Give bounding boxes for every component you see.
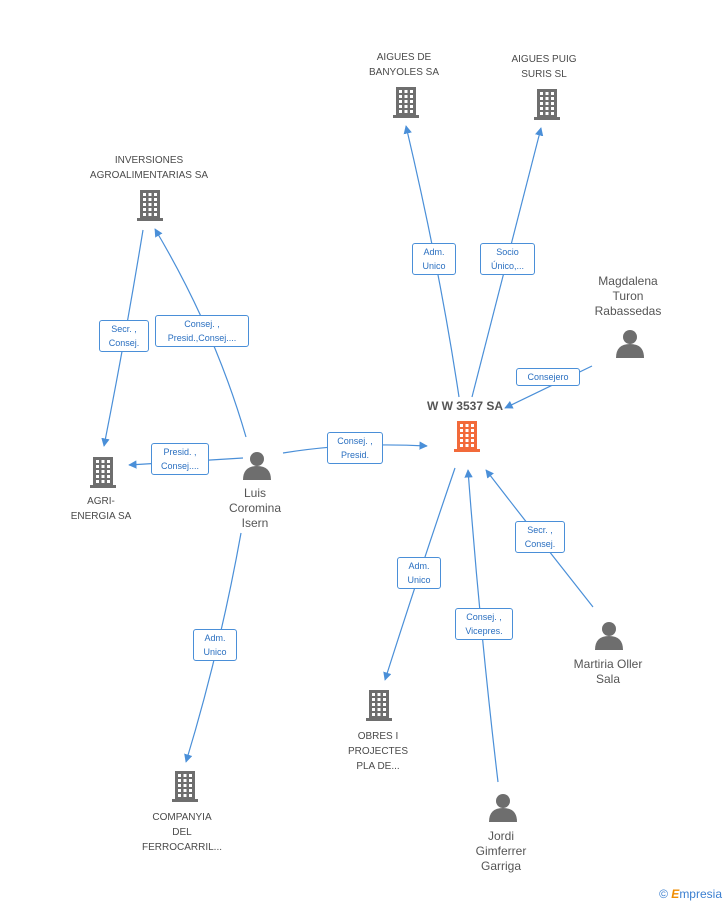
person-icon[interactable]: [616, 330, 644, 358]
badge-line: Vicepres.: [465, 626, 503, 636]
copyright-symbol: ©: [659, 887, 668, 901]
label-line: FERROCARRIL...: [141, 842, 222, 853]
edge-badge-luis-inversiones[interactable]: Consej. , Presid.,Consej....: [155, 315, 249, 347]
label-line: INVERSIONES: [114, 155, 184, 166]
badge-line: Consej. ,: [466, 612, 502, 622]
badge-line: Adm.: [204, 633, 226, 643]
badge-line: Único,...: [490, 261, 524, 271]
label-line: Magdalena: [598, 274, 658, 288]
badge-line: Unico: [203, 647, 227, 657]
company-label-agri-energia[interactable]: AGRI- ENERGIA SA: [51, 494, 151, 524]
building-icon[interactable]: [454, 421, 480, 452]
person-label-luis[interactable]: Luis Coromina Isern: [205, 486, 305, 531]
badge-line: Unico: [422, 261, 446, 271]
label-line: COMPANYIA: [152, 812, 212, 823]
label-line: BANYOLES SA: [368, 67, 440, 78]
building-icon[interactable]: [534, 89, 560, 120]
edge-badge-luis-agri[interactable]: Presid. , Consej....: [151, 443, 209, 475]
badge-line: Consejero: [527, 372, 569, 382]
badge-line: Consej.: [524, 539, 556, 549]
company-label-aigues-puig[interactable]: AIGUES PUIG SURIS SL: [494, 52, 594, 82]
label-line: DEL: [172, 827, 192, 838]
badge-line: Presid.,Consej....: [167, 333, 237, 343]
label-line: PLA DE...: [356, 761, 400, 772]
badge-line: Socio: [496, 247, 519, 257]
badge-line: Consej....: [160, 461, 200, 471]
person-icon[interactable]: [595, 622, 623, 650]
badge-line: Consej. ,: [184, 319, 220, 329]
person-icon[interactable]: [489, 794, 517, 822]
edge-badge-luis-companyia[interactable]: Adm. Unico: [193, 629, 237, 661]
label-line: Sala: [595, 672, 621, 686]
badge-line: Secr. ,: [527, 525, 553, 535]
edge-badge-main-puig[interactable]: Socio Único,...: [480, 243, 535, 275]
company-label-obres[interactable]: OBRES I PROJECTES PLA DE...: [328, 729, 428, 774]
edge-badge-luis-main[interactable]: Consej. , Presid.: [327, 432, 383, 464]
badge-line: Consej.: [108, 338, 140, 348]
edge-badge-jordi-main[interactable]: Consej. , Vicepres.: [455, 608, 513, 640]
building-icon[interactable]: [137, 190, 163, 221]
building-icon[interactable]: [90, 457, 116, 488]
edge-badge-main-obres[interactable]: Adm. Unico: [397, 557, 441, 589]
label-line: AGRI-: [87, 496, 115, 507]
label-line: SURIS SL: [521, 69, 567, 80]
building-icon[interactable]: [172, 771, 198, 802]
company-label-aigues-banyoles[interactable]: AIGUES DE BANYOLES SA: [354, 50, 454, 80]
badge-line: Adm.: [423, 247, 445, 257]
edge-badge-martiria-main[interactable]: Secr. , Consej.: [515, 521, 565, 553]
person-label-magdalena[interactable]: Magdalena Turon Rabassedas: [578, 274, 678, 319]
building-icon[interactable]: [393, 87, 419, 118]
building-icon[interactable]: [366, 690, 392, 721]
person-label-martiria[interactable]: Martiria Oller Sala: [553, 657, 663, 687]
label-line: Martiria Oller: [573, 657, 643, 671]
empresia-footer[interactable]: © Empresia: [659, 887, 722, 901]
label-line: Jordi: [487, 829, 514, 843]
label-line: PROJECTES: [347, 746, 408, 757]
badge-line: Presid.: [340, 450, 369, 460]
label-line: Luis: [243, 486, 266, 500]
label-line: ENERGIA SA: [70, 511, 132, 522]
main-company-label[interactable]: W W 3537 SA: [426, 399, 504, 413]
label-line: Isern: [241, 516, 269, 530]
person-icon[interactable]: [243, 452, 271, 480]
badge-line: Presid. ,: [163, 447, 197, 457]
badge-line: Adm.: [408, 561, 430, 571]
badge-line: Unico: [407, 575, 431, 585]
company-label-companyia[interactable]: COMPANYIA DEL FERROCARRIL...: [132, 810, 232, 855]
label-line: AGROALIMENTARIAS SA: [89, 170, 209, 181]
label-line: Turon: [612, 289, 644, 303]
label-line: Garriga: [480, 859, 521, 873]
label-line: OBRES I: [357, 731, 399, 742]
label-line: AIGUES DE: [376, 52, 432, 63]
brand-logo-letter: E: [671, 887, 680, 901]
edge-badge-main-banyoles[interactable]: Adm. Unico: [412, 243, 456, 275]
edge-badge-magdalena-main[interactable]: Consejero: [516, 368, 580, 386]
label-line: Gimferrer: [475, 844, 527, 858]
label-line: Coromina: [228, 501, 282, 515]
label-line: Rabassedas: [594, 304, 662, 318]
person-label-jordi[interactable]: Jordi Gimferrer Garriga: [451, 829, 551, 874]
badge-line: Consej. ,: [337, 436, 373, 446]
company-label-inversiones[interactable]: INVERSIONES AGROALIMENTARIAS SA: [81, 153, 217, 183]
edge-badge-inversiones-agri[interactable]: Secr. , Consej.: [99, 320, 149, 352]
label-line: AIGUES PUIG: [511, 54, 577, 65]
badge-line: Secr. ,: [111, 324, 137, 334]
brand-name: mpresia: [679, 887, 722, 901]
